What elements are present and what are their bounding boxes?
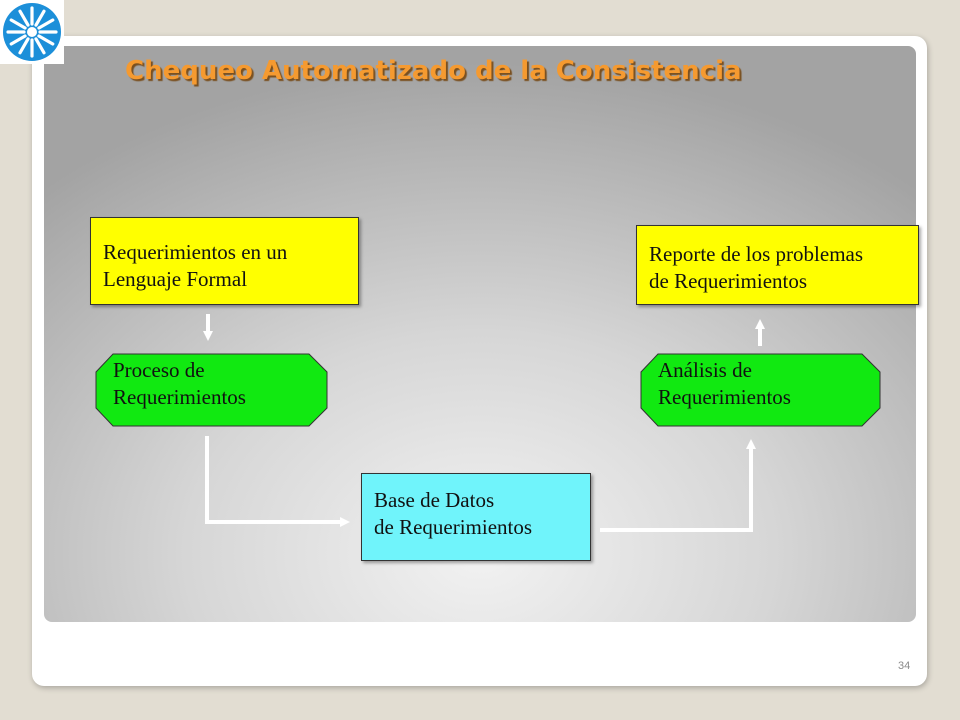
box-formal-line1: Requerimientos en un [103,240,288,264]
box-proceso-line1: Proceso de [113,358,205,382]
box-formal-line2: Lenguaje Formal [103,267,248,291]
box-reporte-line2: de Requerimientos [649,269,808,293]
logo-ray [18,37,30,55]
title-text: Chequeo Automatizado de la Consistencia [125,56,742,86]
arrow-proceso-to-base-datos [205,436,350,527]
logo-ray [9,18,27,30]
logo-ray [34,37,46,55]
box-bd-line2: de Requerimientos [374,515,533,539]
logo-ray [9,34,27,46]
logo-ray [34,9,46,27]
box-proceso-line2: Requerimientos [113,385,246,409]
box-reporte-line1: Reporte de los problemas [649,242,864,266]
slide-title: Chequeo Automatizado de la Consistencia [125,56,742,86]
box-base-datos: Base de Datos de Requerimientos [361,473,591,561]
logo-ray [18,9,30,27]
box-analisis-line2: Requerimientos [658,385,791,409]
box-requerimientos-formal: Requerimientos en un Lenguaje Formal [90,217,359,305]
arrow-base-datos-to-analisis [600,439,756,532]
box-analisis-line1: Análisis de [658,358,752,382]
box-proceso-requerimientos: Proceso de Requerimientos [95,353,328,427]
box-bd-line1: Base de Datos [374,488,495,512]
logo-ray [37,34,55,46]
page-number: 34 [898,660,911,672]
logo-emblem-icon [0,0,64,64]
box-analisis-requerimientos: Análisis de Requerimientos [640,353,881,427]
box-reporte-problemas: Reporte de los problemas de Requerimient… [636,225,919,305]
logo-ray [37,18,55,30]
